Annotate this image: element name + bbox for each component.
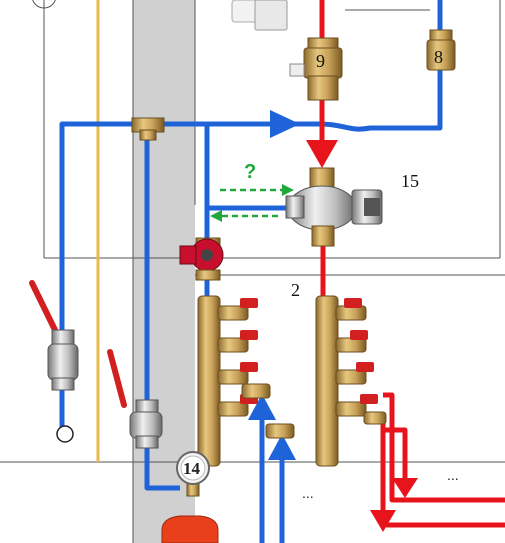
supply-pipes	[319, 0, 505, 528]
return-manifold[interactable]	[197, 295, 295, 467]
valve-8[interactable]: 8	[426, 29, 456, 71]
ball-valve-right[interactable]	[107, 349, 163, 449]
ellipsis-right: ...	[447, 467, 459, 483]
mixing-valve-15[interactable]: 15	[285, 167, 419, 247]
mixing-valve-15-label: 15	[401, 171, 419, 191]
flow-arrow-up-left	[248, 394, 276, 420]
flow-arrow-down-red-3	[370, 510, 396, 532]
valve-9[interactable]: 9	[289, 37, 343, 101]
wall-column	[133, 0, 195, 543]
flow-arrow-down-red	[306, 140, 338, 168]
flow-arrow-down-red-2	[392, 478, 418, 498]
ellipsis-left: ...	[302, 485, 314, 501]
valve-9-label: 9	[316, 51, 325, 71]
valve-8-label: 8	[434, 47, 443, 67]
flow-arrow-up-right	[268, 434, 296, 460]
circulation-pump[interactable]	[179, 237, 224, 281]
top-device	[231, 0, 288, 31]
question-mark: ?	[244, 161, 256, 183]
gauge-14-label: 14	[183, 459, 201, 478]
question-arrows: ?	[210, 161, 294, 222]
pressure-gauge-14[interactable]: 14	[176, 451, 210, 497]
corner-marker	[32, 0, 56, 9]
manifold-2-label: 2	[291, 280, 300, 300]
ball-valve-left[interactable]	[29, 280, 79, 391]
tee-fitting	[131, 117, 165, 141]
flow-arrow-right	[270, 110, 300, 138]
drain-point	[56, 425, 74, 443]
supply-manifold[interactable]	[315, 295, 387, 467]
expansion-vessel	[161, 515, 219, 543]
